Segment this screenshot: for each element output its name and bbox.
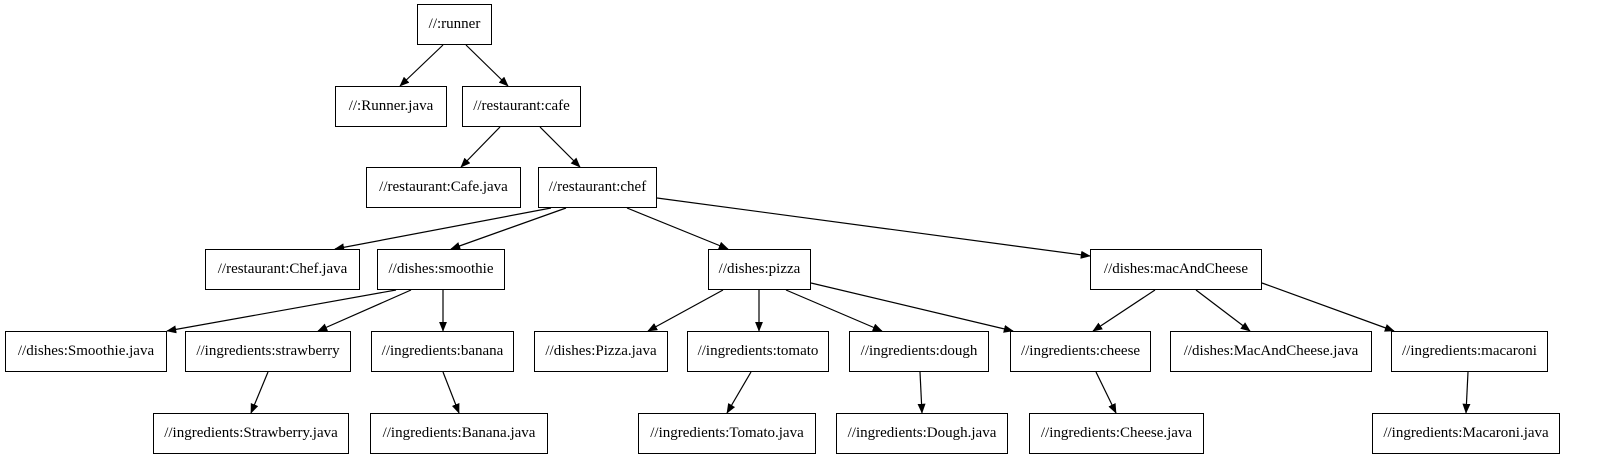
graph-node-label: //dishes:MacAndCheese.java: [1183, 343, 1359, 359]
graph-node-label: //dishes:smoothie: [388, 261, 494, 277]
graph-node-label: //ingredients:strawberry: [196, 343, 340, 359]
graph-node-label: //:runner: [428, 16, 481, 32]
graph-node-cheese_java[interactable]: //ingredients:Cheese.java: [1029, 413, 1204, 454]
graph-node-label: //restaurant:Chef.java: [217, 261, 348, 277]
graph-node-label: //ingredients:tomato: [697, 343, 819, 359]
graph-node-label: //ingredients:Macaroni.java: [1383, 425, 1549, 441]
graph-node-ing_dough[interactable]: //ingredients:dough: [849, 331, 989, 372]
graph-node-restaurant_cafe[interactable]: //restaurant:cafe: [462, 86, 581, 127]
graph-node-dishes_smoothie[interactable]: //dishes:smoothie: [377, 249, 505, 290]
graph-node-strawberry_java[interactable]: //ingredients:Strawberry.java: [153, 413, 349, 454]
graph-node-ing_tomato[interactable]: //ingredients:tomato: [687, 331, 829, 372]
graph-node-label: //dishes:pizza: [718, 261, 801, 277]
graph-node-runner_java[interactable]: //:Runner.java: [335, 86, 447, 127]
graph-node-label: //dishes:Pizza.java: [545, 343, 657, 359]
graph-node-label: //:Runner.java: [348, 98, 434, 114]
graph-node-label: //restaurant:chef: [548, 179, 647, 195]
graph-node-dishes_pizza[interactable]: //dishes:pizza: [708, 249, 811, 290]
graph-node-label: //dishes:Smoothie.java: [17, 343, 155, 359]
graph-node-label: //ingredients:cheese: [1020, 343, 1141, 359]
graph-node-label: //restaurant:cafe: [473, 98, 570, 114]
graph-node-tomato_java[interactable]: //ingredients:Tomato.java: [638, 413, 816, 454]
graph-node-pizza_java[interactable]: //dishes:Pizza.java: [534, 331, 668, 372]
graph-node-ing_banana[interactable]: //ingredients:banana: [371, 331, 514, 372]
graph-node-label: //dishes:macAndCheese: [1103, 261, 1249, 277]
graph-node-label: //ingredients:macaroni: [1402, 343, 1537, 359]
graph-node-label: //ingredients:Cheese.java: [1040, 425, 1193, 441]
graph-node-dishes_mac[interactable]: //dishes:macAndCheese: [1090, 249, 1262, 290]
graph-node-runner[interactable]: //:runner: [417, 4, 492, 45]
graph-node-mac_java[interactable]: //dishes:MacAndCheese.java: [1170, 331, 1372, 372]
graph-node-ing_strawberry[interactable]: //ingredients:strawberry: [185, 331, 351, 372]
graph-node-restaurant_chef[interactable]: //restaurant:chef: [538, 167, 657, 208]
graph-node-banana_java[interactable]: //ingredients:Banana.java: [370, 413, 548, 454]
graph-node-chef_java[interactable]: //restaurant:Chef.java: [205, 249, 360, 290]
graph-node-label: //ingredients:Banana.java: [382, 425, 536, 441]
graph-node-label: //ingredients:Strawberry.java: [164, 425, 338, 441]
graph-node-label: //ingredients:Dough.java: [847, 425, 997, 441]
graph-node-label: //restaurant:Cafe.java: [379, 179, 508, 195]
graph-node-macaroni_java[interactable]: //ingredients:Macaroni.java: [1372, 413, 1560, 454]
graph-node-label: //ingredients:banana: [381, 343, 504, 359]
graph-node-ing_cheese[interactable]: //ingredients:cheese: [1010, 331, 1151, 372]
graph-node-label: //ingredients:Tomato.java: [650, 425, 804, 441]
graph-node-ing_macaroni[interactable]: //ingredients:macaroni: [1391, 331, 1548, 372]
graph-node-cafe_java[interactable]: //restaurant:Cafe.java: [366, 167, 521, 208]
graph-node-dough_java[interactable]: //ingredients:Dough.java: [836, 413, 1008, 454]
graph-node-smoothie_java[interactable]: //dishes:Smoothie.java: [5, 331, 167, 372]
graph-node-label: //ingredients:dough: [860, 343, 978, 359]
